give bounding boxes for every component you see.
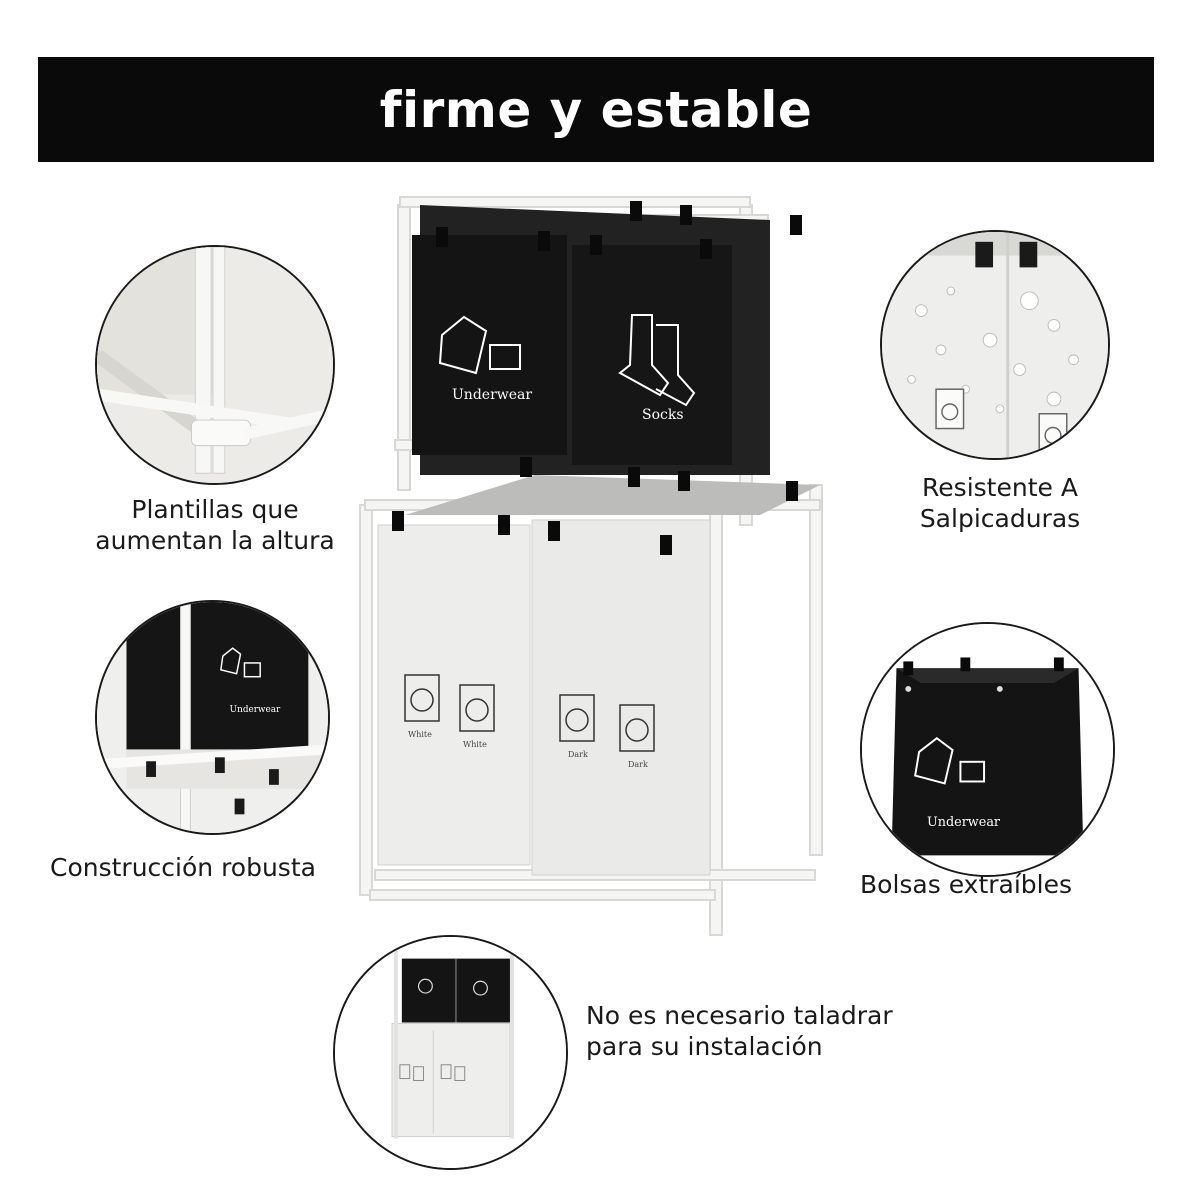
- detail-circle-splash: [880, 230, 1110, 460]
- removable-bag-label: Underwear: [927, 815, 1001, 830]
- feature-splash-line1: Resistente A: [922, 473, 1078, 502]
- detail-circle-robust: Underwear: [95, 600, 330, 835]
- bottom-bag-2-label: White: [463, 740, 487, 749]
- feature-height-caption: Plantillas que aumentan la altura: [70, 494, 360, 556]
- feature-nodrill-caption: No es necesario taladrar para su instala…: [586, 1000, 893, 1062]
- feature-splash-caption: Resistente A Salpicaduras: [880, 472, 1120, 534]
- top-bag-underwear-label: Underwear: [452, 387, 532, 403]
- feature-nodrill-line2: para su instalación: [586, 1032, 823, 1061]
- bottom-bag-white: [377, 524, 531, 866]
- page-title: firme y estable: [379, 80, 813, 139]
- svg-text:Underwear: Underwear: [230, 705, 281, 715]
- feature-nodrill-line1: No es necesario taladrar: [586, 1001, 893, 1030]
- feature-robust-caption: Construcción robusta: [50, 852, 316, 883]
- title-banner: firme y estable: [38, 57, 1154, 162]
- feature-removable-line1: Bolsas extraíbles: [860, 870, 1073, 899]
- washing-machine-icon: [404, 674, 655, 752]
- laundry-sorter-product: Underwear Socks: [350, 175, 830, 950]
- shirt-icon: [438, 315, 521, 375]
- feature-height-line2: aumentan la altura: [95, 526, 335, 555]
- detail-circle-removable: Underwear: [860, 622, 1115, 877]
- detail-circle-height: [95, 245, 335, 485]
- feature-removable-caption: Bolsas extraíbles: [860, 869, 1072, 900]
- socks-icon: [618, 314, 696, 407]
- bottom-bag-3-label: Dark: [568, 750, 588, 759]
- top-bag-socks-label: Socks: [642, 407, 684, 423]
- feature-splash-line2: Salpicaduras: [919, 504, 1081, 533]
- feature-robust-line1: Construcción robusta: [50, 853, 316, 882]
- detail-circle-nodrill: [333, 935, 568, 1170]
- bottom-bag-4-label: Dark: [628, 760, 648, 769]
- feature-height-line1: Plantillas que: [131, 495, 299, 524]
- bottom-bag-dark: [531, 519, 711, 876]
- bottom-bag-1-label: White: [408, 730, 432, 739]
